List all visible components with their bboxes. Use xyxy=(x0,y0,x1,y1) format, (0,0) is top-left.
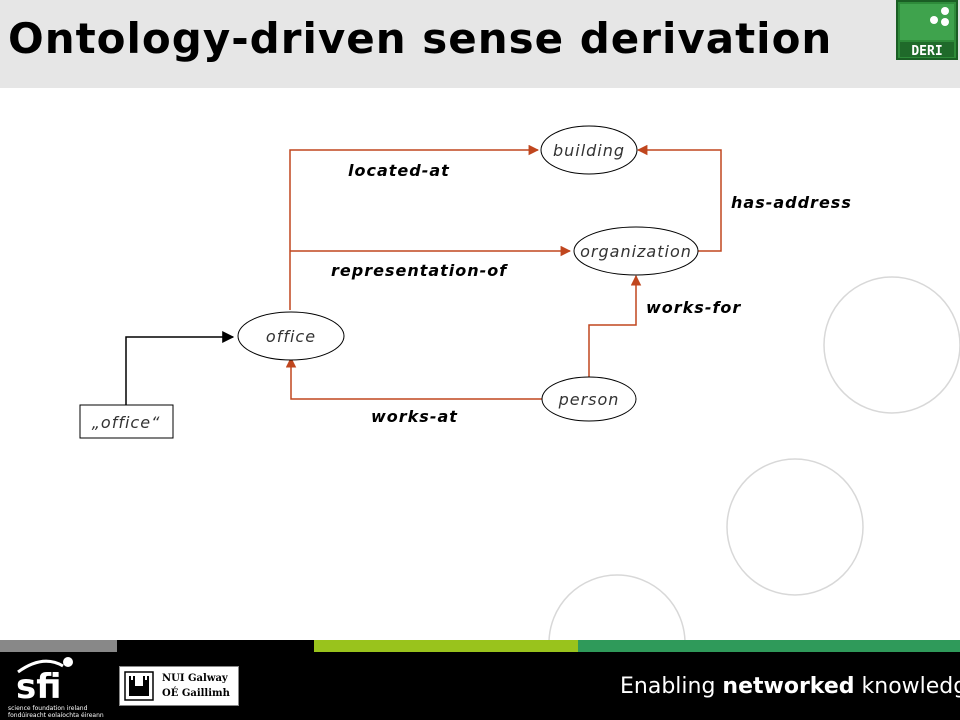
strip-lime xyxy=(314,640,578,652)
nui-line1: NUI Galway xyxy=(162,673,228,684)
tagline-part1: Enabling xyxy=(620,674,723,699)
node-person xyxy=(541,376,637,422)
node-word-office-label: „office“ xyxy=(92,413,161,432)
label-has-address: has-address xyxy=(731,193,852,212)
label-works-at: works-at xyxy=(371,407,458,426)
deri-logo-text: DERI xyxy=(911,44,942,59)
nui-line2: OÉ Gaillimh xyxy=(162,688,230,699)
edge-has-address xyxy=(636,144,722,252)
ontology-diagram: building organization office person „off… xyxy=(79,125,960,640)
node-office xyxy=(237,311,345,361)
title-bar: Ontology-driven sense derivation DERI xyxy=(0,0,960,88)
label-representation-of: representation-of xyxy=(331,261,508,280)
node-organization xyxy=(573,226,699,276)
node-word-office xyxy=(79,404,174,439)
tagline-part3: knowledge. xyxy=(861,674,960,699)
edge-word-to-office xyxy=(125,331,235,405)
edge-works-at xyxy=(285,356,542,400)
sfi-logo-text: sfi xyxy=(16,667,61,707)
tagline: Enabling networked knowledge. xyxy=(620,674,960,699)
slide-title: Ontology-driven sense derivation xyxy=(8,14,833,63)
node-building-label: building xyxy=(553,141,625,160)
node-organization-label: organization xyxy=(580,242,692,261)
nui-crest-icon xyxy=(124,671,154,701)
decor-circle-1 xyxy=(823,276,960,414)
footer-color-strip xyxy=(0,640,960,652)
edge-located-at xyxy=(289,144,540,310)
strip-black xyxy=(117,640,314,652)
sfi-subtitle-en: science foundation ireland xyxy=(8,705,88,712)
decor-circle-3 xyxy=(548,574,686,640)
node-building xyxy=(540,125,638,175)
strip-gray xyxy=(0,640,117,652)
sfi-subtitle-ga: fondúireacht eolaíochta éireann xyxy=(8,712,104,719)
nui-galway-logo: NUI Galway OÉ Gaillimh xyxy=(119,666,239,706)
tagline-part2: networked xyxy=(722,674,855,699)
edge-works-for xyxy=(588,274,642,378)
sfi-logo: sfi xyxy=(16,657,73,707)
footer: sfi science foundation ireland fondúirea… xyxy=(0,652,960,720)
decor-circle-2 xyxy=(726,458,864,596)
label-located-at: located-at xyxy=(348,161,450,180)
strip-green xyxy=(578,640,960,652)
label-works-for: works-for xyxy=(646,298,741,317)
deri-logo: DERI xyxy=(896,0,958,60)
node-person-label: person xyxy=(558,390,620,409)
node-office-label: office xyxy=(266,327,316,346)
